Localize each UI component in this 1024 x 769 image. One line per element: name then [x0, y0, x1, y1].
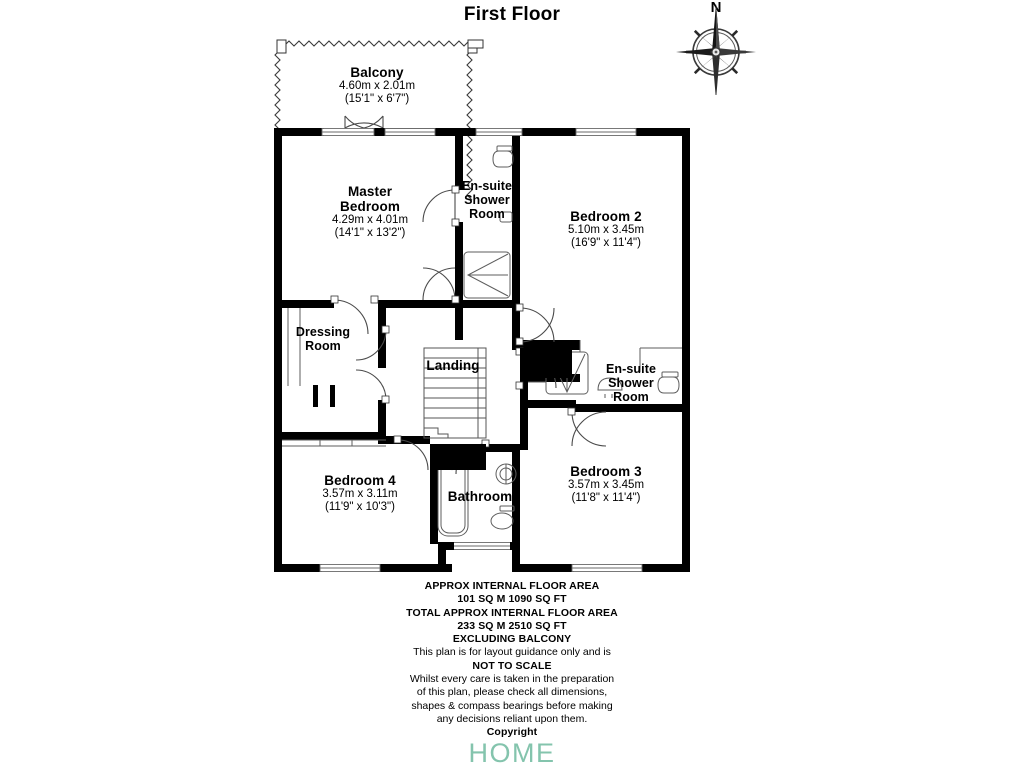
- room-name-line1: Bedroom 4: [324, 473, 396, 488]
- room-dim-metric: 3.57m x 3.11m: [322, 488, 398, 501]
- balcony-posts: [276, 39, 484, 54]
- fixtures: [282, 145, 682, 537]
- room-label-bedroom-4: Bedroom 4 3.57m x 3.11m (11'9" x 10'3"): [284, 473, 436, 514]
- brand-logo-text: HOME: [468, 738, 556, 768]
- door-bedroom3: [567, 407, 607, 447]
- room-name-line3: Room: [613, 390, 649, 404]
- door-ensuite1-to-landing: [422, 267, 460, 304]
- door-dressing-room: [355, 325, 390, 404]
- toilet-bathroom: [490, 505, 515, 530]
- room-name-line1: En-suite: [605, 362, 657, 376]
- outer-walls: [274, 128, 690, 572]
- dressing-room-wardrobes: [282, 308, 386, 447]
- basin-ensuite2: [597, 377, 623, 398]
- windows: [319, 128, 643, 572]
- compass-rose: N: [676, 0, 756, 95]
- room-label-bedroom-3: Bedroom 3 3.57m x 3.45m (11'8" x 11'4"): [530, 464, 682, 505]
- toilet-ensuite1: [492, 145, 514, 168]
- room-label-bathroom: Bathroom: [438, 489, 522, 504]
- room-label-dressing-room: Dressing Room: [280, 325, 366, 353]
- footer-line: This plan is for layout guidance only an…: [413, 646, 611, 659]
- room-name-line1: Master: [347, 184, 393, 199]
- room-name-line2: Bedroom: [340, 199, 400, 215]
- room-dim-imperial: (11'9" x 10'3"): [325, 500, 395, 513]
- room-dim-metric: 4.29m x 4.01m: [331, 214, 409, 227]
- brand-logo: HOME: [0, 738, 1024, 769]
- room-dim-metric: 5.10m x 3.45m: [567, 224, 645, 237]
- room-label-master-bedroom: Master Bedroom 4.29m x 4.01m (14'1" x 13…: [298, 184, 442, 240]
- compass-rose-icon: [676, 4, 756, 95]
- door-master-to-landing: [330, 295, 379, 335]
- room-name-line2: Room: [305, 339, 341, 353]
- footer-line: of this plan, please check all dimension…: [416, 686, 608, 699]
- balcony-dim-imperial: (15'1" x 6'7"): [344, 92, 410, 105]
- page-title: First Floor: [0, 4, 1024, 26]
- footer-line: Whilst every care is taken in the prepar…: [409, 673, 615, 686]
- footer-line: EXCLUDING BALCONY: [452, 633, 572, 646]
- room-dim-imperial: (11'8" x 11'4"): [571, 491, 641, 504]
- room-name-line3: Room: [469, 207, 505, 221]
- balcony-name: Balcony: [350, 65, 404, 80]
- room-dim-metric: 3.57m x 3.45m: [567, 479, 645, 492]
- wall-recesses: [430, 348, 572, 470]
- page-title-text: First Floor: [463, 4, 561, 25]
- balcony-dim-metric: 4.60m x 2.01m: [338, 80, 416, 93]
- footer-line: shapes & compass bearings before making: [411, 699, 613, 712]
- room-name-line1: Bedroom 2: [570, 209, 642, 224]
- staircase: [423, 347, 487, 439]
- footer-line: 233 SQ M 2510 SQ FT: [457, 619, 567, 632]
- room-label-ensuite-shower-room-2: En-suite Shower Room: [592, 362, 670, 404]
- room-dim-imperial: (16'9" x 11'4"): [571, 236, 641, 249]
- door-master-to-ensuite1: [422, 185, 460, 227]
- room-name-line1: Dressing: [295, 325, 351, 339]
- room-label-ensuite-shower-room-1: En-suite Shower Room: [448, 179, 526, 221]
- door-bedroom2: [515, 303, 555, 346]
- doors: [330, 185, 607, 475]
- footer-line: TOTAL APPROX INTERNAL FLOOR AREA: [406, 606, 618, 619]
- room-label-landing: Landing: [415, 358, 491, 373]
- room-name-line2: Shower: [464, 193, 510, 207]
- basin-ensuite1: [499, 211, 513, 223]
- room-name-line1: Landing: [426, 358, 480, 373]
- shower-ensuite1: [463, 251, 511, 299]
- toilet-ensuite2: [657, 371, 680, 394]
- room-name-line1: Bedroom 3: [570, 464, 642, 479]
- footer-line: any decisions reliant upon them.: [436, 712, 588, 725]
- room-label-bedroom-2: Bedroom 2 5.10m x 3.45m (16'9" x 11'4"): [530, 209, 682, 250]
- room-name-line2: Shower: [608, 376, 654, 390]
- bathroom-outer-wall: [438, 542, 520, 572]
- room-dim-imperial: (14'1" x 13'2"): [334, 227, 406, 240]
- footer-line: 101 SQ M 1090 SQ FT: [457, 593, 567, 606]
- footer-line: Copyright: [486, 726, 538, 739]
- door-bedroom4: [393, 435, 429, 471]
- basin-bathroom: [495, 463, 517, 485]
- room-name-line1: En-suite: [461, 179, 513, 193]
- footer-line: NOT TO SCALE: [472, 659, 552, 672]
- room-label-balcony: Balcony 4.60m x 2.01m (15'1" x 6'7"): [303, 65, 451, 106]
- footer-line: APPROX INTERNAL FLOOR AREA: [424, 580, 600, 592]
- footer-disclaimer: APPROX INTERNAL FLOOR AREA 101 SQ M 1090…: [0, 580, 1024, 740]
- room-name-line1: Bathroom: [447, 489, 513, 504]
